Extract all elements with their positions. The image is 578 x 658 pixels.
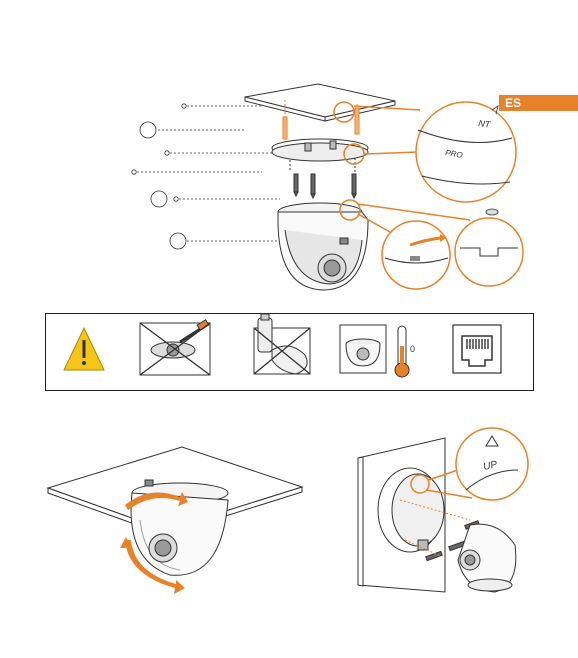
wall-camera xyxy=(458,524,516,592)
zoom-circle-up: UP xyxy=(456,428,528,500)
callouts xyxy=(132,104,280,249)
ethernet-port-icon xyxy=(453,325,501,373)
warning-triangle-icon xyxy=(64,328,104,370)
no-solvent-cleaning-icon xyxy=(254,314,310,374)
screws-lower xyxy=(294,174,356,198)
thermometer-label: 0 xyxy=(410,344,415,354)
warnings-icons: 0 xyxy=(0,313,578,393)
dome-camera xyxy=(278,203,368,290)
ceiling-mount-exploded-diagram: NT PRO xyxy=(0,0,578,310)
ceiling-plate xyxy=(245,84,395,121)
zoom-circle-notch xyxy=(455,209,523,286)
zoom-circle-rotate xyxy=(382,221,450,289)
no-screwdriver-icon xyxy=(140,320,210,375)
ceiling-camera-rotation-diagram xyxy=(0,430,320,630)
zoom-circle-labels: NT PRO xyxy=(416,102,516,202)
wall-mount-diagram: UP xyxy=(340,410,540,610)
temperature-icon: 0 xyxy=(340,325,415,377)
